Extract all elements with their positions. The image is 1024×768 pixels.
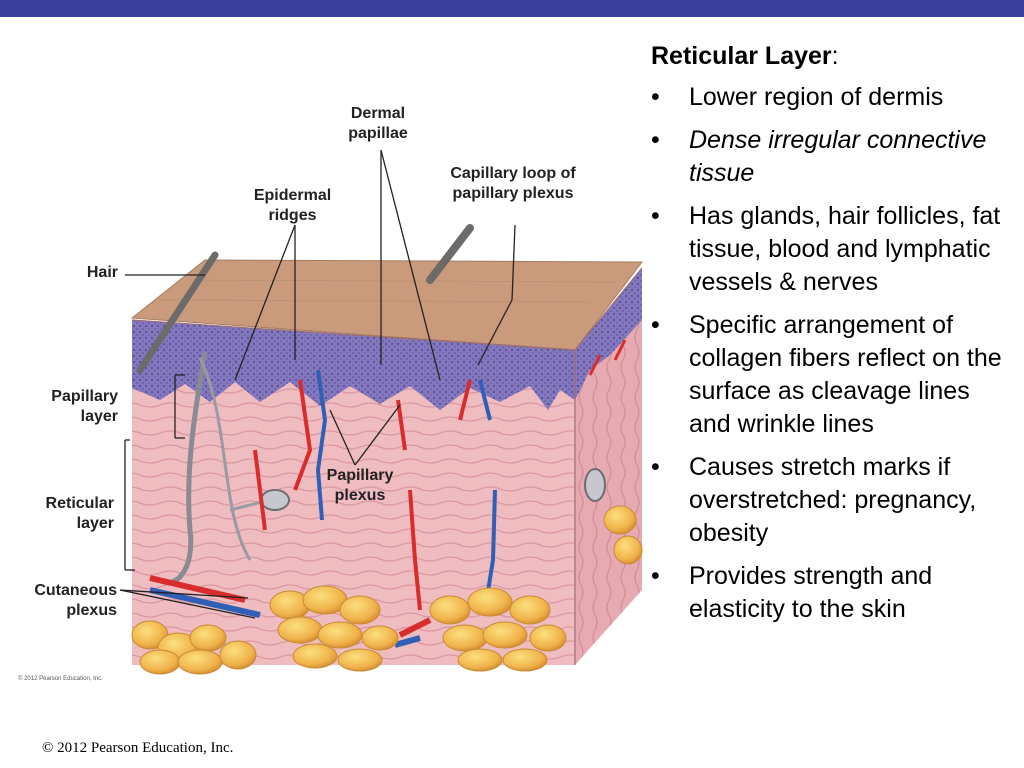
hair-follicle [158,351,208,585]
epidermis-side [575,268,642,400]
bullet-item: • Specific arrangement of collagen fibers… [651,309,1016,441]
artery-1 [253,449,267,531]
slide-title-text: Reticular Layer [651,42,832,70]
bullet-text: Lower region of dermis [689,83,944,111]
bullet-text: Has glands, hair follicles, fat tissue, … [689,202,1001,296]
leader-lines [119,149,516,619]
skin-surface [130,259,644,351]
bullet-item: • Has glands, hair follicles, fat tissue,… [651,200,1016,299]
bullet-item: • Provides strength and elasticity to the… [651,560,1016,626]
label-cutaneous-plexus: Cutaneous plexus [34,582,117,619]
bullet-marker: • [651,202,660,230]
label-reticular-layer: Reticular layer [45,495,114,532]
slide-title: Reticular Layer: [651,40,1016,72]
label-epidermal-ridges: Epidermal ridges [253,187,332,224]
bullet-text: Causes stretch marks if overstretched: p… [689,453,977,547]
artery-4 [408,489,422,611]
bullet-marker: • [651,83,660,111]
bullet-marker: • [651,562,660,590]
label-dermal-papillae: Dermal papillae [348,105,408,142]
bullet-marker: • [651,311,660,339]
hypodermis-fat [131,505,643,675]
pacinian-corpuscle [260,489,290,511]
capillary-loop-red [458,379,472,421]
capillary-loop-blue [478,379,492,421]
bullet-item: • Causes stretch marks if overstretched: … [651,451,1016,550]
bullet-text: Specific arrangement of collagen fibers … [689,311,1002,438]
top-accent-bar [0,0,1024,17]
hair-shaft-right [426,224,474,284]
bullet-text: Dense irregular connective tissue [689,126,987,187]
vein-1 [315,369,328,521]
slide-text-panel: Reticular Layer: • Lower region of dermis… [651,40,1016,636]
label-papillary-layer: Papillary layer [51,388,118,425]
bullet-list: • Lower region of dermis • Dense irregular … [651,81,1016,626]
label-capillary-loop: Capillary loop of papillary plexus [450,165,576,202]
bullet-text: Provides strength and elasticity to the … [689,562,933,623]
cutaneous-vein [149,587,421,648]
artery-2 [293,379,313,491]
bullet-item: • Dense irregular connective tissue [651,124,1016,190]
bullet-item: • Lower region of dermis [651,81,1016,114]
skin-diagram: Dermal papillae Epidermal ridges Capilla… [0,90,645,690]
slide-footer-copyright: © 2012 Pearson Education, Inc. [42,740,234,756]
artery-3 [396,399,407,451]
label-hair: Hair [86,264,118,281]
hair-shaft-left [136,251,219,374]
label-papillary-plexus: Papillary plexus [326,467,394,504]
bullet-marker: • [651,126,660,154]
figure-copyright: © 2012 Pearson Education, Inc. [18,676,103,682]
bullet-marker: • [651,453,660,481]
slide-title-colon: : [831,42,839,70]
skin-illustration [119,149,644,675]
